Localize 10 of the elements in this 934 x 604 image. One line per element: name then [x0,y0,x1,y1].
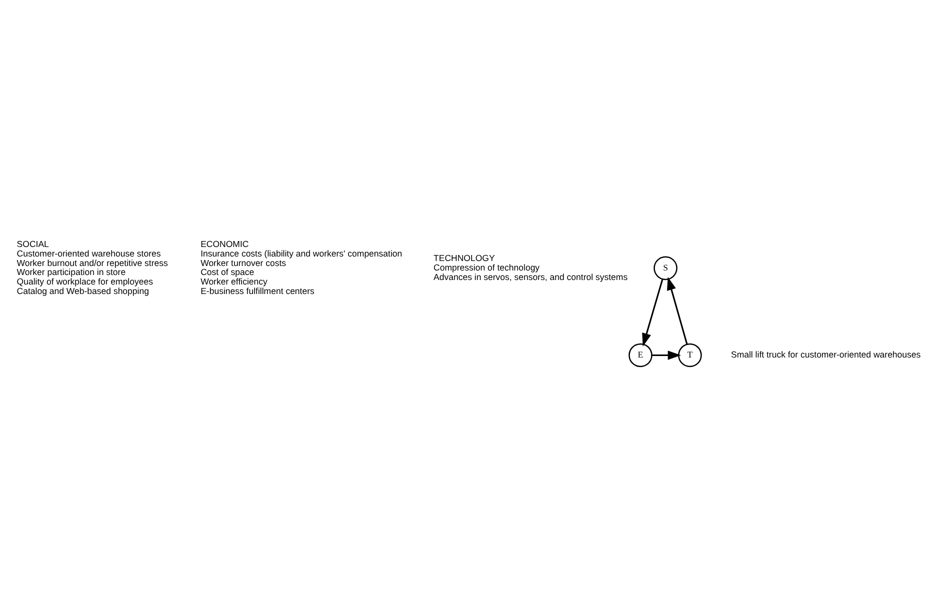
node-text: SOCIAL Customer-oriented warehouse stores Worker burnout and/or repetitive stress Worker participation in store Quality of workplace for employees Catalog and Web-based shopping [16,239,168,296]
node-text: Small lift truck for customer-oriented warehouses [730,350,920,360]
arrow [651,350,681,360]
node-text: TECHNOLOGY Compression of technology Advances in servos, sensors, and control systems [433,253,628,282]
node-text: ECONOMIC Insurance costs (liability and workers' compensation Worker turnover costs Cost of space Worker efficiency E-business fulfillment centers [200,239,402,296]
arrow [666,276,688,344]
node-circle: S [653,256,677,280]
node-circle: E [628,343,652,368]
node-circle: T [678,343,702,368]
arrow [642,278,663,346]
